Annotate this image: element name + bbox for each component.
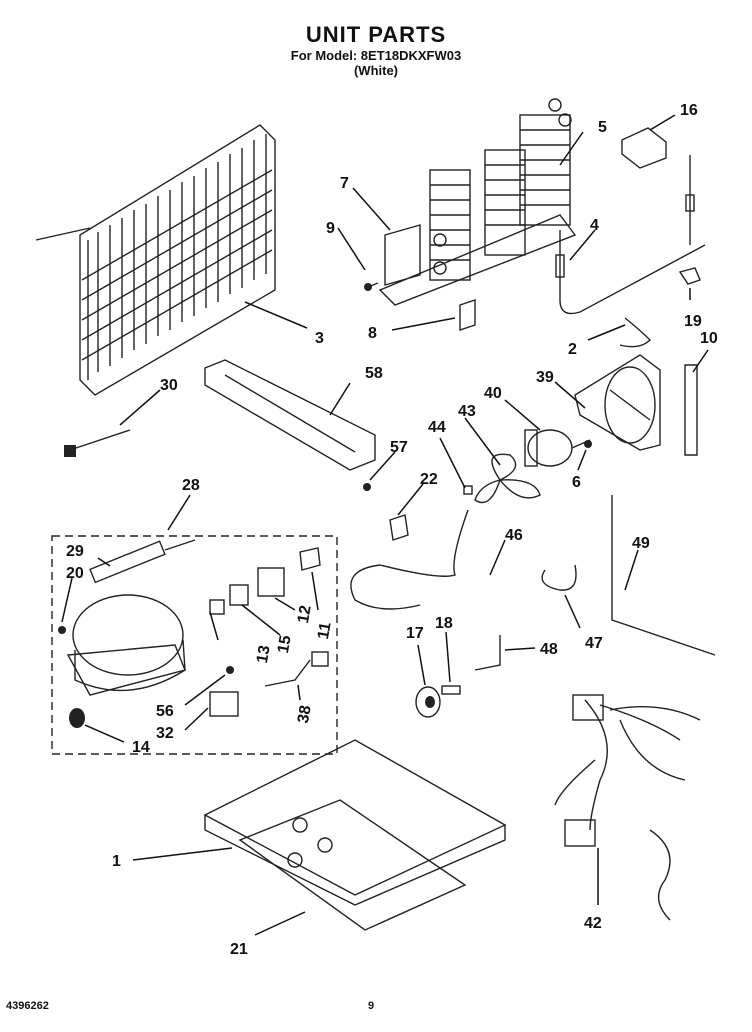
callout-6: 6 (572, 474, 581, 491)
model-number: For Model: 8ET18DKXFW03 (290, 48, 462, 63)
screw-20 (58, 626, 66, 634)
callout-29: 29 (66, 543, 84, 560)
fan-nut (463, 485, 473, 495)
callout-17: 17 (406, 625, 424, 642)
callout-9: 9 (326, 220, 335, 237)
roller-axle (441, 685, 461, 695)
roller-wheel (415, 686, 441, 718)
compressor-kit-group (51, 535, 338, 755)
model-color: (White) (353, 63, 399, 78)
clip-11 (299, 547, 321, 571)
callout-21: 21 (230, 941, 248, 958)
callout-1: 1 (112, 853, 121, 870)
callout-18: 18 (435, 615, 453, 632)
callout-15: 15 (275, 634, 295, 655)
evaporator-cover (621, 127, 667, 169)
fan-shroud (574, 354, 661, 451)
callout-22: 22 (420, 471, 438, 488)
harness-38 (264, 651, 329, 687)
callout-8: 8 (368, 325, 377, 342)
callout-58: 58 (365, 365, 383, 382)
callout-48: 48 (540, 641, 558, 658)
relay-12 (257, 567, 285, 597)
wiring-harness (554, 694, 701, 921)
fan-blade (474, 453, 541, 504)
callout-44: 44 (428, 419, 446, 436)
callout-46: 46 (505, 527, 523, 544)
overload-15 (229, 584, 249, 606)
callout-14: 14 (132, 739, 150, 756)
cable-tie (64, 429, 131, 457)
callout-16: 16 (680, 102, 698, 119)
tube-48 (474, 635, 501, 671)
callout-12: 12 (295, 604, 315, 625)
callout-20: 20 (66, 565, 84, 582)
callout-43: 43 (458, 403, 476, 420)
callout-39: 39 (536, 369, 554, 386)
callout-5: 5 (598, 119, 607, 136)
evaporator-bracket (459, 299, 476, 331)
screw-6 (584, 440, 592, 448)
drain-trough (204, 359, 376, 471)
capacitor-32 (209, 691, 239, 717)
tube-49 (611, 495, 716, 656)
base-insulation (238, 799, 467, 931)
callout-11: 11 (315, 621, 335, 641)
callout-7: 7 (340, 175, 349, 192)
callout-42: 42 (584, 915, 602, 932)
callout-19: 19 (684, 313, 702, 330)
callout-3: 3 (315, 330, 324, 347)
wire-clip (678, 267, 701, 285)
drain-tube (619, 317, 651, 348)
callout-56: 56 (156, 703, 174, 720)
callout-47: 47 (585, 635, 603, 652)
page-title: UNIT PARTS (305, 22, 447, 47)
callout-57: 57 (390, 439, 408, 456)
base-plate (203, 739, 507, 906)
tube-47 (541, 564, 577, 591)
callout-13: 13 (254, 644, 274, 665)
callout-2: 2 (568, 341, 577, 358)
page-number: 9 (368, 1000, 375, 1012)
terminal-13 (209, 599, 225, 615)
condenser-coil (35, 124, 276, 396)
callout-32: 32 (156, 725, 174, 742)
callout-labels: 3 5 7 9 8 4 16 19 2 10 39 40 43 44 6 58 … (66, 102, 718, 958)
callout-49: 49 (632, 535, 650, 552)
clip-22 (389, 514, 409, 541)
leader-lines (61, 114, 709, 936)
document-number: 4396262 (6, 1000, 49, 1012)
screw-9 (364, 282, 379, 291)
start-capacitor (89, 539, 196, 584)
defrost-thermostat (555, 155, 706, 315)
condenser-tube (350, 509, 469, 610)
callout-28: 28 (182, 477, 200, 494)
callout-38: 38 (295, 704, 315, 725)
callout-30: 30 (160, 377, 178, 394)
callout-4: 4 (590, 217, 599, 234)
evaporator-assembly (378, 98, 577, 306)
insulation-strip (684, 364, 698, 456)
callout-10: 10 (700, 330, 718, 347)
callout-40: 40 (484, 385, 502, 402)
compressor (66, 594, 186, 696)
fan-motor (524, 429, 591, 467)
grommet-14 (69, 708, 85, 728)
screw-57 (363, 483, 371, 491)
screw-56 (226, 666, 234, 674)
